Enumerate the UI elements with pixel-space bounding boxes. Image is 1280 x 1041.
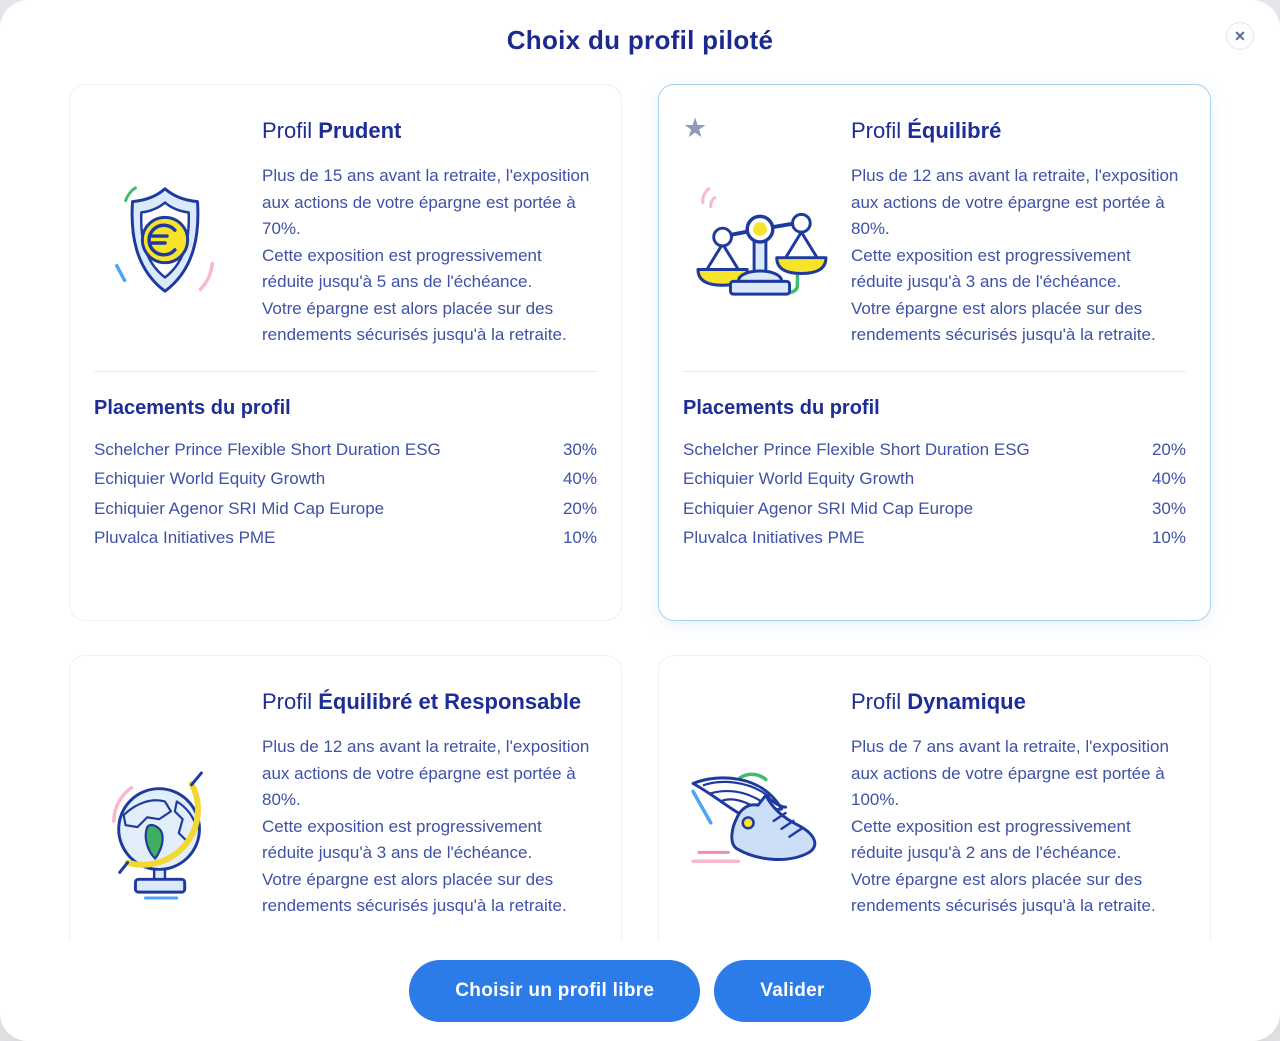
profile-title: Profil Équilibré et Responsable bbox=[262, 689, 582, 714]
fund-name: Echiquier Agenor SRI Mid Cap Europe bbox=[683, 498, 974, 518]
fund-name: Schelcher Prince Flexible Short Duration… bbox=[683, 439, 1030, 459]
fund-name: Echiquier World Equity Growth bbox=[94, 469, 326, 489]
star-icon: ★ bbox=[683, 113, 708, 143]
fund-row: Echiquier World Equity Growth 40% bbox=[94, 464, 597, 494]
divider bbox=[94, 370, 597, 372]
fund-row: Pluvalca Initiatives PME 10% bbox=[683, 523, 1186, 553]
fund-row: Pluvalca Initiatives PME 10% bbox=[94, 523, 597, 553]
profile-title: Profil Prudent bbox=[262, 118, 402, 143]
fund-row: Schelcher Prince Flexible Short Duration… bbox=[683, 435, 1186, 465]
profile-cards-grid: Profil Prudent Plus de 15 ans avant la r… bbox=[0, 56, 1280, 1041]
fund-name: Schelcher Prince Flexible Short Duration… bbox=[94, 439, 441, 459]
fund-percentage: 20% bbox=[562, 498, 597, 518]
fund-name: Pluvalca Initiatives PME bbox=[683, 528, 865, 548]
validate-button[interactable]: Valider bbox=[714, 959, 871, 1022]
balance-scale-icon bbox=[696, 187, 828, 296]
fund-percentage: 40% bbox=[1151, 469, 1186, 489]
fund-percentage: 10% bbox=[562, 528, 597, 548]
profile-title: Profil Dynamique bbox=[851, 689, 1026, 714]
placements-title: Placements du profil bbox=[94, 396, 291, 419]
profile-title: Profil Équilibré bbox=[851, 118, 1002, 143]
fund-percentage: 40% bbox=[562, 469, 597, 489]
fund-row: Echiquier World Equity Growth 40% bbox=[683, 464, 1186, 494]
fund-row: Echiquier Agenor SRI Mid Cap Europe 30% bbox=[683, 494, 1186, 524]
fund-percentage: 30% bbox=[1151, 498, 1186, 518]
profile-card-equilibre[interactable]: ★ bbox=[658, 84, 1211, 621]
fund-percentage: 30% bbox=[562, 439, 597, 459]
fund-row: Echiquier Agenor SRI Mid Cap Europe 20% bbox=[94, 494, 597, 524]
placements-title: Placements du profil bbox=[683, 396, 880, 419]
fund-row: Schelcher Prince Flexible Short Duration… bbox=[94, 435, 597, 465]
globe-icon bbox=[112, 771, 203, 900]
shield-euro-icon bbox=[115, 186, 215, 293]
fund-name: Echiquier Agenor SRI Mid Cap Europe bbox=[94, 498, 385, 518]
divider bbox=[683, 370, 1186, 372]
placements-list: Schelcher Prince Flexible Short Duration… bbox=[683, 435, 1186, 553]
placements-list: Schelcher Prince Flexible Short Duration… bbox=[94, 435, 597, 553]
fund-name: Pluvalca Initiatives PME bbox=[94, 528, 276, 548]
profile-card-prudent[interactable]: Profil Prudent Plus de 15 ans avant la r… bbox=[69, 84, 622, 621]
winged-shoe-icon bbox=[691, 772, 817, 863]
choose-free-profile-button[interactable]: Choisir un profil libre bbox=[409, 959, 701, 1022]
page-title: Choix du profil piloté bbox=[506, 25, 774, 55]
profile-description: Plus de 12 ans avant la retraite, l'expo… bbox=[851, 166, 1179, 344]
close-button[interactable]: ✕ bbox=[1226, 22, 1254, 50]
fund-percentage: 20% bbox=[1151, 439, 1186, 459]
fund-name: Echiquier World Equity Growth bbox=[683, 469, 915, 489]
profile-description: Plus de 7 ans avant la retraite, l'expos… bbox=[851, 737, 1169, 915]
fund-percentage: 10% bbox=[1151, 528, 1186, 548]
profile-description: Plus de 15 ans avant la retraite, l'expo… bbox=[262, 166, 590, 344]
profile-description: Plus de 12 ans avant la retraite, l'expo… bbox=[262, 737, 590, 915]
close-icon: ✕ bbox=[1234, 28, 1246, 44]
modal-footer: Choisir un profil libre Valider bbox=[0, 940, 1280, 1041]
